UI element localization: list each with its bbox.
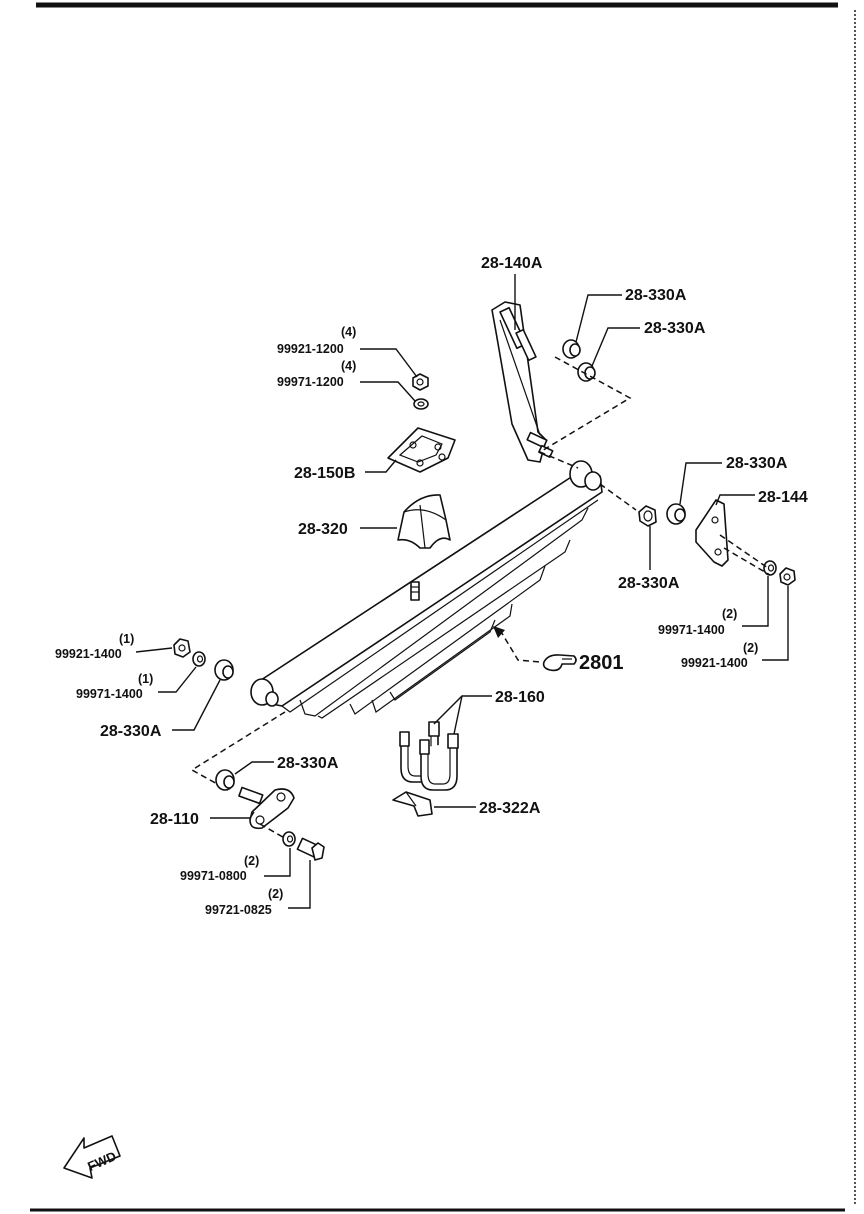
dash-ref-2801	[499, 629, 541, 663]
label-28-330A-top2: 28-330A	[644, 320, 706, 337]
bushing-28-330A-top1	[562, 339, 581, 359]
washer-99971-1400-l	[192, 651, 206, 667]
label-99921-1400-r: 99921-1400	[681, 656, 748, 670]
label-28-140A: 28-140A	[481, 255, 543, 272]
plate-28-150B	[387, 427, 456, 473]
bushing-28-330A-bottom	[215, 769, 235, 791]
leader-28-330A-top1	[575, 294, 622, 343]
label-28-144: 28-144	[758, 489, 808, 506]
leader-99971-1200	[360, 381, 416, 402]
shackle-28-140A	[491, 301, 554, 463]
bumper-28-320	[397, 494, 451, 549]
leader-28-160-b	[453, 695, 463, 735]
leader-99721-0825	[288, 860, 311, 909]
label-28-322A: 28-322A	[479, 800, 541, 817]
leader-99971-1400-l	[158, 666, 197, 693]
leader-28-330A-bottom	[234, 761, 274, 775]
bushing-28-330A-right1	[666, 503, 686, 525]
label-99971-0800: 99971-0800	[180, 869, 247, 883]
leader-28-110	[210, 811, 255, 819]
leaf-spring	[250, 460, 603, 719]
ref-2801: 2801	[579, 652, 624, 674]
label-28-330A-right1: 28-330A	[726, 455, 788, 472]
qty-99921-1400-r: (2)	[743, 641, 758, 655]
leader-99971-1400-r	[742, 576, 769, 627]
qty-99971-1400-r: (2)	[722, 607, 737, 621]
leader-28-330A-left	[172, 679, 221, 731]
qty-99921-1400-l: (1)	[119, 632, 134, 646]
qty-99971-1200: (4)	[341, 359, 356, 373]
nut-99921-1400-r	[779, 567, 796, 586]
leader-99971-0800	[264, 848, 291, 877]
label-28-330A-bottom: 28-330A	[277, 755, 339, 772]
leader-28-330A-right1	[679, 462, 722, 505]
label-28-330A-top1: 28-330A	[625, 287, 687, 304]
bolt-99721-0825	[296, 837, 325, 861]
leader-28-144	[715, 494, 755, 506]
leader-28-160	[433, 695, 492, 725]
dash-right-plate2	[723, 547, 771, 576]
leader-28-330A-top2	[591, 327, 640, 367]
label-28-330A-right2: 28-330A	[618, 575, 680, 592]
leader-99921-1200	[360, 348, 418, 378]
qty-99721-0825: (2)	[268, 887, 283, 901]
label-28-160: 28-160	[495, 689, 545, 706]
dash-top-shackle	[538, 356, 632, 469]
dash-front-hanger	[190, 711, 286, 791]
washer-99971-1400-r	[763, 560, 777, 576]
arrowhead-ref	[493, 626, 505, 638]
qty-99971-1400-l: (1)	[138, 672, 153, 686]
label-28-150B: 28-150B	[294, 465, 355, 482]
nut-99921-1400-l	[173, 638, 191, 658]
bracket-28-322A	[392, 791, 433, 817]
label-99721-0825: 99721-0825	[205, 903, 272, 917]
label-28-330A-left: 28-330A	[100, 723, 162, 740]
label-99921-1200: 99921-1200	[277, 342, 344, 356]
leader-28-150B	[365, 459, 397, 473]
washer-99971-1200	[413, 398, 429, 410]
washer-99971-0800	[282, 831, 296, 847]
bushing-28-330A-left	[214, 659, 234, 681]
label-28-320: 28-320	[298, 521, 348, 538]
hanger-28-110	[238, 786, 295, 830]
label-99971-1200: 99971-1200	[277, 375, 344, 389]
qty-99971-0800: (2)	[244, 854, 259, 868]
nut-99921-1200	[412, 373, 429, 391]
fwd-arrow-icon: FWD	[63, 1135, 121, 1179]
label-99921-1400-l: 99921-1400	[55, 647, 122, 661]
shackle-plate-28-144	[695, 499, 729, 567]
bushing-28-330A-right2	[638, 505, 657, 527]
label-99971-1400-r: 99971-1400	[658, 623, 725, 637]
leader-99921-1400-l	[135, 647, 173, 653]
label-28-110: 28-110	[150, 811, 199, 828]
u-bolt-28-160-b	[419, 733, 459, 791]
dash-hanger-bolts	[259, 823, 289, 841]
dash-right-eye	[599, 483, 637, 511]
label-99971-1400-l: 99971-1400	[76, 687, 143, 701]
qty-99921-1200: (4)	[341, 325, 356, 339]
leader-99921-1400-r	[762, 586, 789, 661]
pointing-hand-icon	[542, 654, 577, 672]
